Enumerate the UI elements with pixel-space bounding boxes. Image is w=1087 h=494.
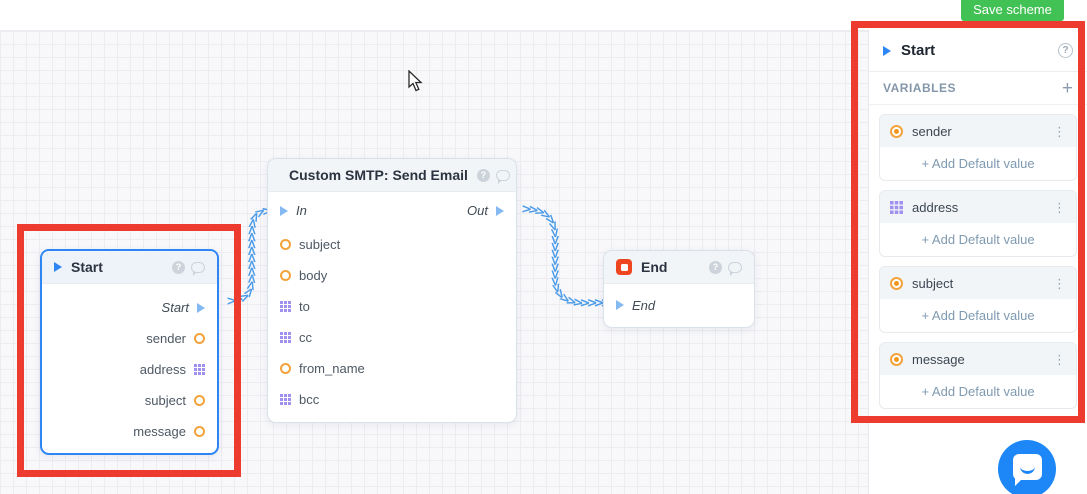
port-label: body <box>299 268 328 283</box>
help-icon[interactable]: ? <box>709 260 722 274</box>
list-port-icon[interactable] <box>194 364 205 375</box>
value-port-icon[interactable] <box>280 270 291 281</box>
node-title: Custom SMTP: Send Email <box>289 167 468 183</box>
value-type-icon <box>890 352 903 366</box>
play-icon <box>54 262 62 272</box>
chat-bubble-icon <box>1013 454 1042 486</box>
list-port-icon[interactable] <box>280 332 291 343</box>
flow-out-port[interactable] <box>496 205 504 216</box>
node-smtp-send-email[interactable]: Custom SMTP: Send Email ? In Out subject… <box>267 158 517 423</box>
port-label: from_name <box>299 361 365 376</box>
kebab-menu-icon[interactable]: ⋮ <box>1053 199 1066 215</box>
variable-card: address ⋮ + Add Default value <box>879 190 1077 257</box>
port-row: sender <box>42 323 217 354</box>
port-label: End <box>632 297 656 313</box>
value-port-icon[interactable] <box>194 426 205 437</box>
variable-name: message <box>912 351 965 367</box>
save-scheme-button[interactable]: Save scheme <box>961 0 1064 21</box>
add-default-value-link[interactable]: + Add Default value <box>921 384 1035 399</box>
play-icon <box>883 45 891 56</box>
port-row: End <box>604 284 754 326</box>
port-label: Out <box>467 203 488 218</box>
add-default-value-link[interactable]: + Add Default value <box>921 308 1035 323</box>
properties-panel: Start ? VARIABLES + sender ⋮ + Add Defau… <box>868 30 1087 494</box>
port-row: from_name <box>268 353 516 384</box>
port-label: message <box>133 424 186 439</box>
list-type-icon <box>890 200 903 214</box>
port-row: subject <box>42 385 217 416</box>
port-label: In <box>296 203 307 218</box>
stop-icon <box>616 259 632 275</box>
list-port-icon[interactable] <box>280 394 291 405</box>
chat-widget-button[interactable] <box>998 440 1056 494</box>
port-label: subject <box>299 237 341 252</box>
help-icon[interactable]: ? <box>1058 43 1073 58</box>
node-title: Start <box>71 259 103 275</box>
variable-card: subject ⋮ + Add Default value <box>879 266 1077 333</box>
node-start-header[interactable]: Start ? <box>42 251 217 284</box>
port-label: sender <box>146 331 186 346</box>
comment-icon[interactable] <box>191 261 205 276</box>
help-icon[interactable]: ? <box>172 260 185 274</box>
port-label: subject <box>144 393 186 408</box>
flow-out-port[interactable] <box>197 302 205 313</box>
port-label: bcc <box>299 392 320 407</box>
kebab-menu-icon[interactable]: ⋮ <box>1053 351 1066 367</box>
port-row: subject <box>268 229 516 260</box>
help-icon[interactable]: ? <box>476 168 490 182</box>
node-end-header[interactable]: End ? <box>604 251 754 284</box>
port-row: Start <box>42 292 217 323</box>
value-type-icon <box>890 276 903 290</box>
add-default-value-link[interactable]: + Add Default value <box>921 156 1035 171</box>
port-label: cc <box>299 330 312 345</box>
value-port-icon[interactable] <box>280 363 291 374</box>
comment-icon[interactable] <box>728 261 742 276</box>
panel-header: Start ? <box>869 30 1087 72</box>
variable-name: address <box>912 199 959 215</box>
add-default-value-link[interactable]: + Add Default value <box>921 232 1035 247</box>
value-port-icon[interactable] <box>194 395 205 406</box>
panel-title: Start <box>901 42 936 59</box>
variable-card: sender ⋮ + Add Default value <box>879 114 1077 181</box>
port-label: address <box>139 362 186 377</box>
value-port-icon[interactable] <box>280 239 291 250</box>
flow-in-port[interactable] <box>280 205 288 216</box>
flow-in-port[interactable] <box>616 300 624 310</box>
port-row: bcc <box>268 384 516 415</box>
port-row: address <box>42 354 217 385</box>
add-variable-button[interactable]: + <box>1061 77 1073 99</box>
port-row: to <box>268 291 516 322</box>
port-row: cc <box>268 322 516 353</box>
variable-name: sender <box>912 123 952 139</box>
variable-name: subject <box>912 275 954 291</box>
port-row: body <box>268 260 516 291</box>
variables-section-header: VARIABLES + <box>869 72 1087 105</box>
port-label: to <box>299 299 310 314</box>
value-port-icon[interactable] <box>194 333 205 344</box>
port-label: Start <box>161 300 189 315</box>
node-title: End <box>641 259 668 275</box>
variable-card: message ⋮ + Add Default value <box>879 342 1077 409</box>
value-type-icon <box>890 124 903 138</box>
node-end[interactable]: End ? End <box>603 250 755 328</box>
node-smtp-header[interactable]: Custom SMTP: Send Email ? <box>268 159 516 192</box>
comment-icon[interactable] <box>495 169 510 184</box>
node-start[interactable]: Start ? Start sender address subject <box>40 249 219 455</box>
kebab-menu-icon[interactable]: ⋮ <box>1053 275 1066 291</box>
kebab-menu-icon[interactable]: ⋮ <box>1053 123 1066 139</box>
section-label: VARIABLES <box>883 81 956 95</box>
port-row: message <box>42 416 217 447</box>
list-port-icon[interactable] <box>280 301 291 312</box>
